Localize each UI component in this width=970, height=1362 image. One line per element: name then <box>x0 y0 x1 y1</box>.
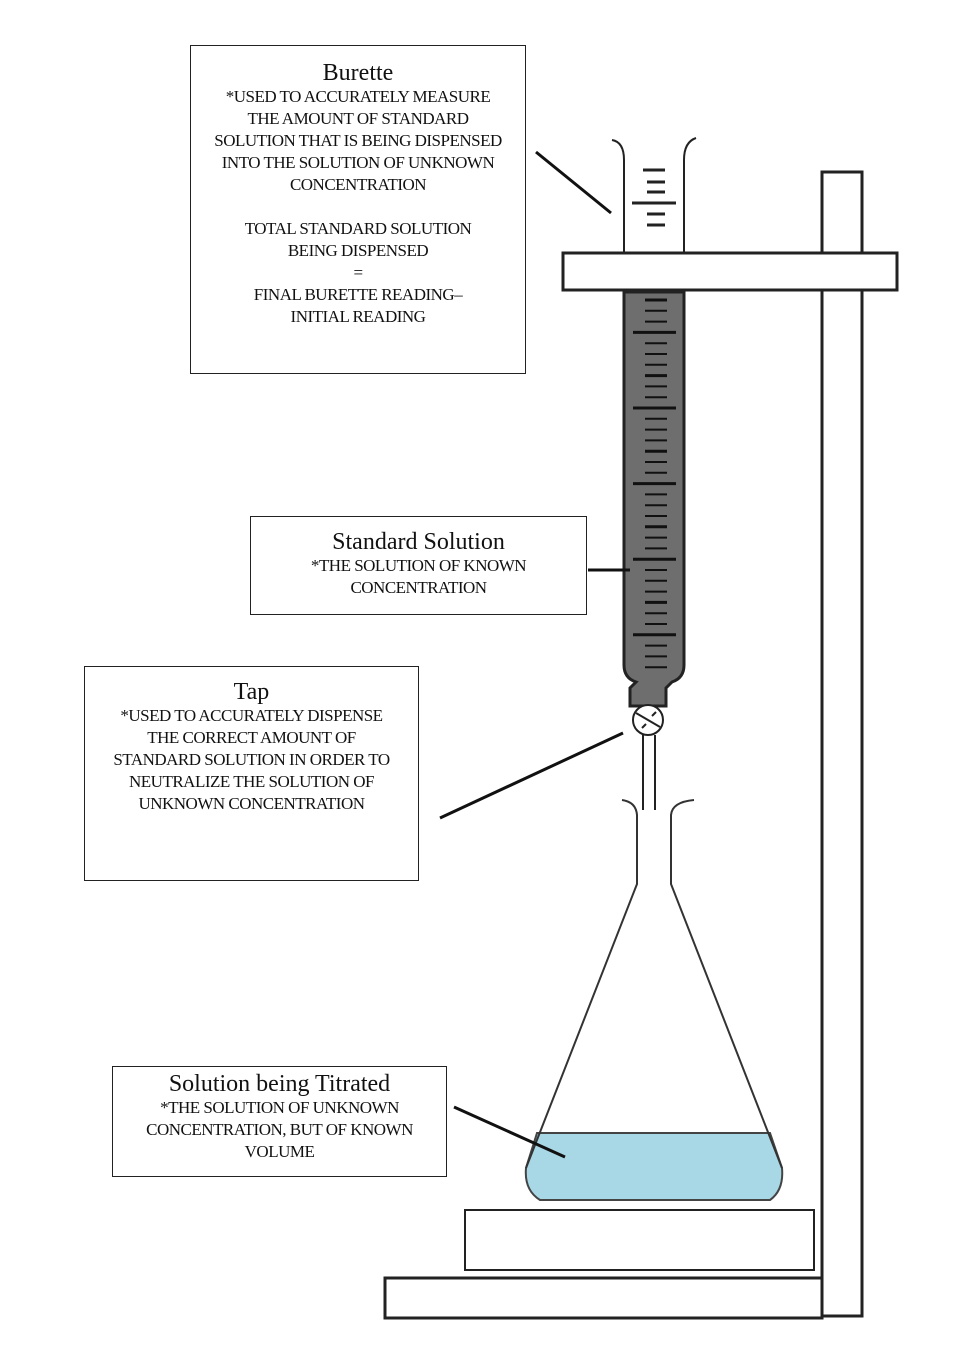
burette-graduations <box>633 298 676 669</box>
solution-pointer <box>453 1105 566 1159</box>
retort-stand <box>383 170 864 1320</box>
titrated-solution-fill <box>524 1132 784 1201</box>
standard-solution-fill <box>622 290 686 708</box>
tap-stopcock-icon <box>632 704 664 810</box>
burette-formula-line1: TOTAL STANDARD SOLUTION BEING DISPENSED <box>244 219 472 260</box>
tap-pointer <box>439 731 624 820</box>
stand-rod-top <box>820 170 864 255</box>
platform <box>464 1209 815 1271</box>
conical-flask <box>525 799 783 1169</box>
solution-titrated-label-box: Solution being Titrated *THE SOLUTION OF… <box>112 1066 447 1177</box>
burette-label-box: Burette *USED TO ACCURATELY MEASURE THE … <box>190 45 526 374</box>
leader-lines <box>439 150 630 1159</box>
burette-description: *USED TO ACCURATELY MEASURE THE AMOUNT O… <box>214 87 502 194</box>
stand-base <box>383 1276 824 1320</box>
solution-titrated-title: Solution being Titrated <box>168 1071 391 1097</box>
burette-top <box>611 137 697 253</box>
burette-title: Burette <box>322 60 394 86</box>
burette-pointer <box>535 150 612 215</box>
clamp-bar <box>561 251 899 292</box>
stand-rod <box>820 288 864 1318</box>
burette-formula-equals: = <box>353 263 363 282</box>
tap-label-box: Tap *USED TO ACCURATELY DISPENSE THE COR… <box>84 666 419 881</box>
tap-description: *USED TO ACCURATELY DISPENSE THE CORRECT… <box>113 706 390 813</box>
tap-title: Tap <box>233 679 270 705</box>
solution-titrated-description: *THE SOLUTION OF UNKNOWN CONCENTRATION, … <box>146 1098 413 1161</box>
standard-solution-label-box: Standard Solution *THE SOLUTION OF KNOWN… <box>250 516 587 615</box>
standard-solution-description: *THE SOLUTION OF KNOWN CONCENTRATION <box>310 556 527 597</box>
standard-solution-title: Standard Solution <box>332 529 505 555</box>
burette-formula-line2: FINAL BURETTE READING– INITIAL READING <box>253 285 463 326</box>
